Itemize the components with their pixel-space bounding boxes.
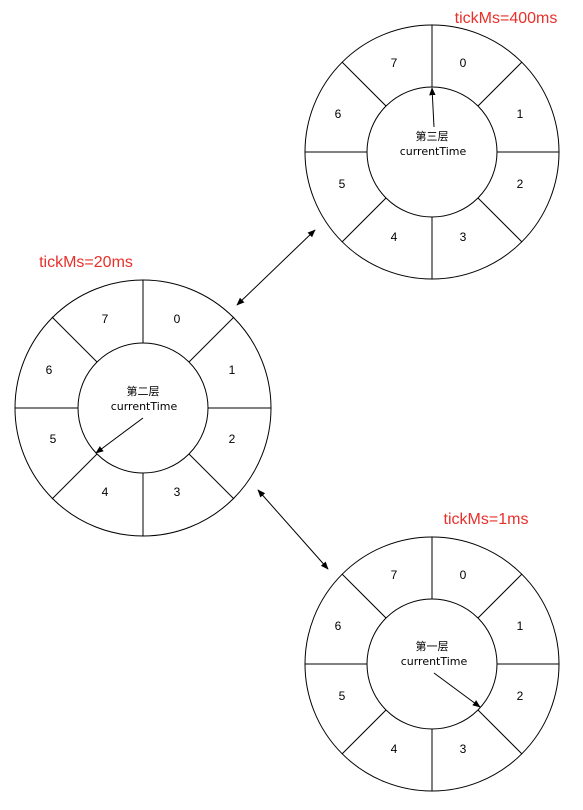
slot-label-4: 4 — [391, 742, 398, 756]
wheel-layer-1: tickMs=1ms 0 1 2 3 4 5 6 7 第一层 currentTi… — [304, 511, 560, 792]
connector-layer2-layer3 — [236, 229, 316, 306]
slot-label-0: 0 — [460, 568, 467, 582]
slot-label-1: 1 — [517, 107, 524, 121]
slot-label-1: 1 — [517, 619, 524, 633]
slot-label-4: 4 — [391, 230, 398, 244]
slot-label-5: 5 — [339, 689, 346, 703]
slot-label-2: 2 — [229, 432, 236, 446]
slot-label-3: 3 — [174, 485, 181, 499]
current-time-label: currentTime — [400, 145, 467, 158]
current-time-label: currentTime — [111, 400, 178, 413]
layer-label: 第三层 — [416, 129, 449, 143]
slot-label-5: 5 — [339, 177, 346, 191]
slot-dividers — [305, 25, 559, 279]
slot-label-3: 3 — [460, 742, 467, 756]
slot-dividers — [305, 537, 559, 791]
hub-circle — [366, 598, 498, 730]
slot-label-7: 7 — [391, 56, 398, 70]
layer-label: 第一层 — [416, 639, 449, 653]
hub-circle — [366, 86, 498, 218]
current-time-pointer — [429, 87, 436, 128]
slot-label-2: 2 — [517, 177, 524, 191]
wheel-layer-2: tickMs=20ms 0 1 2 3 4 5 6 7 第二层 currentT… — [14, 254, 272, 537]
tick-label-layer-2: tickMs=20ms — [39, 254, 133, 271]
tick-label-layer-3: tickMs=400ms — [455, 10, 558, 27]
slot-label-4: 4 — [102, 485, 109, 499]
layer-label: 第二层 — [127, 384, 160, 398]
current-time-pointer — [95, 417, 144, 454]
connector-layer2-layer1 — [257, 489, 329, 570]
current-time-label: currentTime — [401, 655, 468, 668]
slot-label-6: 6 — [335, 107, 342, 121]
slot-label-6: 6 — [335, 619, 342, 633]
slot-label-0: 0 — [174, 312, 181, 326]
wheel-layer-3: tickMs=400ms 0 1 2 3 4 5 6 7 第三层 current… — [304, 10, 560, 280]
slot-label-7: 7 — [102, 312, 109, 326]
tick-label-layer-1: tickMs=1ms — [444, 511, 529, 528]
hub-circle — [77, 342, 209, 474]
slot-dividers — [15, 280, 271, 536]
slot-label-6: 6 — [46, 363, 53, 377]
slot-label-0: 0 — [460, 56, 467, 70]
slot-label-3: 3 — [460, 230, 467, 244]
slot-label-2: 2 — [517, 689, 524, 703]
slot-label-5: 5 — [50, 432, 57, 446]
slot-label-7: 7 — [391, 568, 398, 582]
current-time-pointer — [433, 672, 481, 708]
slot-label-1: 1 — [229, 363, 236, 377]
